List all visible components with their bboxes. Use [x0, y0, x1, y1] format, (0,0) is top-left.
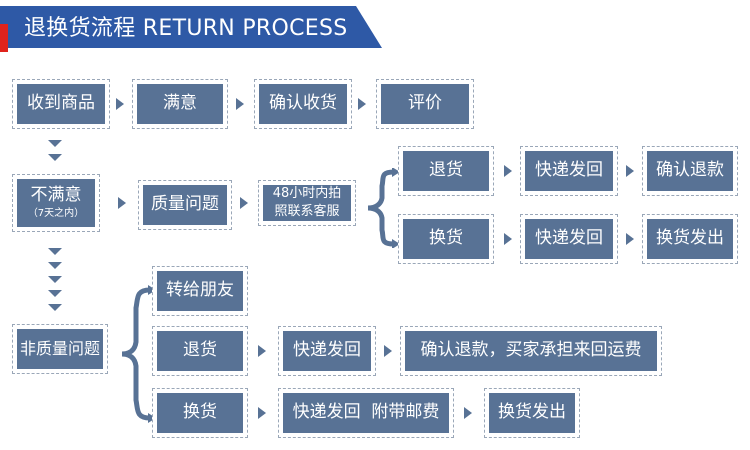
- step-confirm-refund: 确认退款: [642, 146, 738, 196]
- step-label: 快递发回 附带邮费: [283, 393, 449, 433]
- step-label: 确认退款，买家承担来回运费: [405, 331, 657, 371]
- arrow-down-icon: [48, 262, 62, 269]
- step-label: 换货: [157, 393, 243, 433]
- step-label: 换货发出: [489, 393, 575, 433]
- step-nq-exchange: 换货: [152, 388, 248, 438]
- step-contact-support: 48小时内拍 照联系客服: [258, 180, 356, 226]
- step-received-goods: 收到商品: [12, 79, 110, 129]
- arrow-right-icon: [258, 407, 266, 419]
- arrow-right-icon: [384, 345, 392, 357]
- arrow-down-icon: [48, 140, 62, 147]
- step-nq-refund-buyer-pays: 确认退款，买家承担来回运费: [400, 326, 662, 376]
- step-review: 评价: [376, 79, 474, 129]
- arrow-right-icon: [118, 197, 126, 209]
- step-label-wrap: 不满意 （7天之内）: [17, 179, 95, 227]
- step-label: 不满意: [30, 185, 82, 206]
- arrow-right-icon: [626, 165, 634, 177]
- step-exchange-sent: 换货发出: [642, 214, 738, 264]
- step-label: 快递发回: [283, 331, 371, 371]
- step-label-wrap: 48小时内拍 照联系客服: [263, 185, 351, 221]
- step-label: 满意: [137, 84, 223, 124]
- arrow-down-icon: [48, 276, 62, 283]
- step-satisfied: 满意: [132, 79, 228, 129]
- step-quality-issue: 质量问题: [138, 180, 232, 230]
- page-title: 退换货流程 RETURN PROCESS: [24, 16, 348, 41]
- arrow-down-icon: [48, 248, 62, 255]
- step-label: 评价: [381, 84, 469, 124]
- arrow-down-icon: [48, 290, 62, 297]
- step-nq-exchange-sent: 换货发出: [484, 388, 580, 438]
- arrow-down-icon: [48, 154, 62, 161]
- arrow-right-icon: [116, 98, 124, 110]
- step-non-quality-issue: 非质量问题: [12, 324, 108, 374]
- arrow-right-icon: [504, 165, 512, 177]
- step-label: 快递发回: [525, 219, 613, 259]
- step-label: 非质量问题: [17, 329, 103, 369]
- step-label-line1: 48小时内拍: [272, 186, 342, 202]
- arrow-down-icon: [48, 304, 62, 311]
- arrow-right-icon: [464, 407, 472, 419]
- step-label-line2: 照联系客服: [274, 204, 340, 219]
- header-banner: 退换货流程 RETURN PROCESS: [0, 6, 382, 52]
- header-banner-shape: [0, 6, 382, 48]
- step-nq-ship-back-postage: 快递发回 附带邮费: [278, 388, 454, 438]
- header-red-accent: [0, 24, 8, 52]
- step-nq-return: 退货: [152, 326, 248, 376]
- step-label: 确认收货: [259, 84, 347, 124]
- step-nq-ship-back: 快递发回: [278, 326, 376, 376]
- step-label: 退货: [157, 331, 243, 371]
- arrow-right-icon: [236, 98, 244, 110]
- step-transfer-friend: 转给朋友: [152, 266, 248, 316]
- step-sub-label: （7天之内）: [27, 208, 85, 220]
- step-label: 快递发回: [525, 151, 613, 191]
- step-label: 换货: [403, 219, 489, 259]
- step-return: 退货: [398, 146, 494, 196]
- step-label: 质量问题: [143, 185, 227, 225]
- step-label: 收到商品: [17, 84, 105, 124]
- step-ship-back: 快递发回: [520, 214, 618, 264]
- step-label: 确认退款: [647, 151, 733, 191]
- step-confirm-receipt: 确认收货: [254, 79, 352, 129]
- step-label: 换货发出: [647, 219, 733, 259]
- arrow-right-icon: [358, 98, 366, 110]
- step-label: 退货: [403, 151, 489, 191]
- arrow-right-icon: [258, 345, 266, 357]
- step-ship-back: 快递发回: [520, 146, 618, 196]
- arrow-right-icon: [240, 197, 248, 209]
- step-label: 转给朋友: [157, 271, 243, 311]
- arrow-right-icon: [504, 233, 512, 245]
- step-exchange: 换货: [398, 214, 494, 264]
- brace-icon: [367, 168, 400, 248]
- step-unsatisfied: 不满意 （7天之内）: [12, 174, 100, 232]
- arrow-right-icon: [626, 233, 634, 245]
